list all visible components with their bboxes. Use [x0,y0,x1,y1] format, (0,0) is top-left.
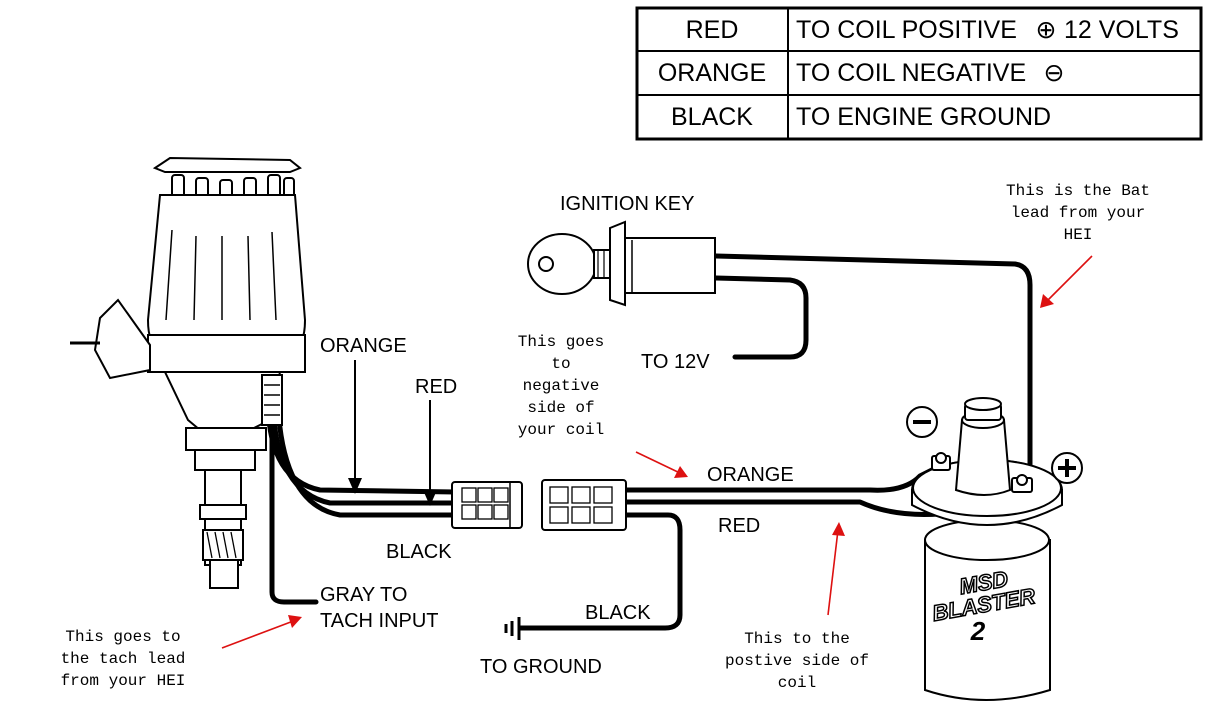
label-red-left: RED [415,376,457,398]
12v-wire [713,275,809,360]
msd-blaster-coil: MSD BLASTER 2 [911,397,1063,701]
wire-color-legend-table: RED TO COIL POSITIVE ⊕ 12 VOLTS ORANGE T… [635,6,1203,141]
legend-color-orange: ORANGE [658,59,766,87]
label-gray-tach-1: GRAY TO [320,584,407,606]
coil-brand-2: 2 [970,616,986,646]
note-bat-lead-line-3: HEI [1064,226,1093,244]
note-tach-line-1: This goes to [65,628,180,646]
harness-connector-right [541,479,627,531]
note-tach-line-2: the tach lead [61,650,186,668]
label-orange-left: ORANGE [320,335,407,357]
legend-dest-black: TO ENGINE GROUND [796,103,1051,131]
distributor-illustration [70,156,307,589]
label-black-left: BLACK [386,541,452,563]
legend-dest-red: TO COIL POSITIVE [796,16,1017,44]
label-gray-tach-2: TACH INPUT [320,610,439,632]
wires [265,253,1033,631]
coil-brand-msd: MSD [957,566,1010,599]
note-negative-line-5: your coil [518,421,604,439]
legend-symbol-plus: ⊕ [1036,16,1057,44]
note-positive-line-3: coil [778,674,816,692]
note-positive-line-1: This to the [744,630,850,648]
ground-symbol [504,617,521,640]
note-tach-lead: This goes to the tach lead from your HEI [61,628,186,690]
gray-tach-wire [269,417,319,605]
note-bat-lead-line-1: This is the Bat [1006,182,1150,200]
harness-connector-left [451,481,523,529]
note-positive-side: This to the postive side of coil [725,630,869,692]
label-red-right: RED [718,515,760,537]
label-to-12v: TO 12V [641,351,710,373]
black-wire-right [517,512,683,631]
note-negative-side: This goes to negative side of your coil [518,333,604,439]
black-wire-left [275,402,458,518]
legend-symbol-minus: ⊖ [1044,59,1065,87]
legend-color-red: RED [686,16,739,44]
note-negative-line-2: to [551,355,570,373]
note-negative-line-1: This goes [518,333,604,351]
label-orange-right: ORANGE [707,464,794,486]
legend-extra-12-volts: 12 VOLTS [1064,16,1179,44]
note-bat-lead: This is the Bat lead from your HEI [1006,182,1150,244]
note-bat-lead-line-2: lead from your [1011,204,1145,222]
note-tach-line-3: from your HEI [61,672,186,690]
label-to-ground: TO GROUND [480,656,602,678]
note-negative-line-3: negative [523,377,600,395]
label-black-right: BLACK [585,602,651,624]
note-negative-line-4: side of [527,399,594,417]
ignition-key-switch [527,220,716,307]
coil-negative-terminal-mark [906,406,938,438]
coil-positive-terminal-mark [1051,452,1083,484]
label-ignition-key: IGNITION KEY [560,193,694,215]
legend-color-black: BLACK [671,103,753,131]
legend-dest-orange: TO COIL NEGATIVE [796,59,1026,87]
label-pointer-arrows [348,360,437,506]
bat-lead-wire [713,253,1033,486]
red-annotation-arrows [221,255,1093,649]
note-positive-line-2: postive side of [725,652,869,670]
